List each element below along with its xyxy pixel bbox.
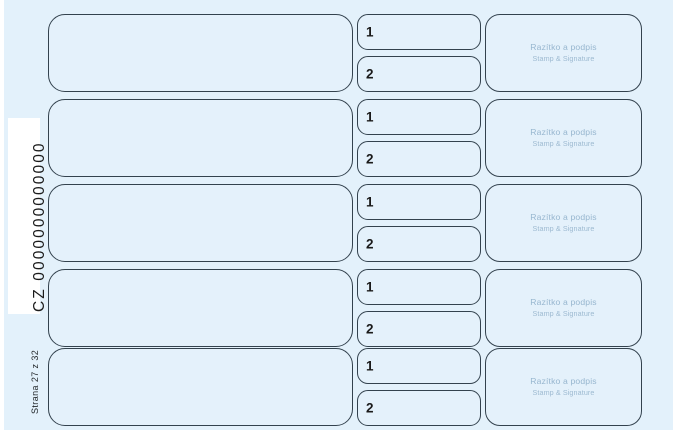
signature-label-cs: Razítko a podpis xyxy=(530,376,597,387)
signature-label-cs: Razítko a podpis xyxy=(530,212,597,223)
row-main-field[interactable] xyxy=(48,348,353,426)
signature-label-en: Stamp & Signature xyxy=(532,138,595,148)
row-sub-field-1[interactable]: 1 xyxy=(357,269,481,305)
row-sub-field-1[interactable]: 1 xyxy=(357,348,481,384)
row-main-field[interactable] xyxy=(48,99,353,177)
row-sub-field-1-number: 1 xyxy=(366,109,374,125)
row-sub-field-2[interactable]: 2 xyxy=(357,311,481,347)
signature-label-en: Stamp & Signature xyxy=(532,387,595,397)
row-sub-field-1-number: 1 xyxy=(366,24,374,40)
row-sub-field-2-number: 2 xyxy=(366,321,374,337)
row-sub-field-1[interactable]: 1 xyxy=(357,184,481,220)
row-sub-field-2-number: 2 xyxy=(366,400,374,416)
row-sub-field-2[interactable]: 2 xyxy=(357,141,481,177)
row-sub-field-1-number: 1 xyxy=(366,279,374,295)
row-main-field[interactable] xyxy=(48,184,353,262)
row-main-field[interactable] xyxy=(48,14,353,92)
signature-label-en: Stamp & Signature xyxy=(532,308,595,318)
row-main-field[interactable] xyxy=(48,269,353,347)
row-sub-field-2[interactable]: 2 xyxy=(357,226,481,262)
row-sub-field-1[interactable]: 1 xyxy=(357,99,481,135)
row-sub-field-2-number: 2 xyxy=(366,236,374,252)
left-margin-band xyxy=(8,118,40,314)
signature-label-cs: Razítko a podpis xyxy=(530,127,597,138)
row-sub-field-1-number: 1 xyxy=(366,194,374,210)
row-sub-field-2-number: 2 xyxy=(366,151,374,167)
signature-label-en: Stamp & Signature xyxy=(532,53,595,63)
row-sub-field-2[interactable]: 2 xyxy=(357,56,481,92)
signature-label-cs: Razítko a podpis xyxy=(530,42,597,53)
row-sub-field-2[interactable]: 2 xyxy=(357,390,481,426)
row-sub-field-2-number: 2 xyxy=(366,66,374,82)
row-sub-field-1-number: 1 xyxy=(366,358,374,374)
signature-label-cs: Razítko a podpis xyxy=(530,297,597,308)
signature-label-en: Stamp & Signature xyxy=(532,223,595,233)
row-sub-field-1[interactable]: 1 xyxy=(357,14,481,50)
